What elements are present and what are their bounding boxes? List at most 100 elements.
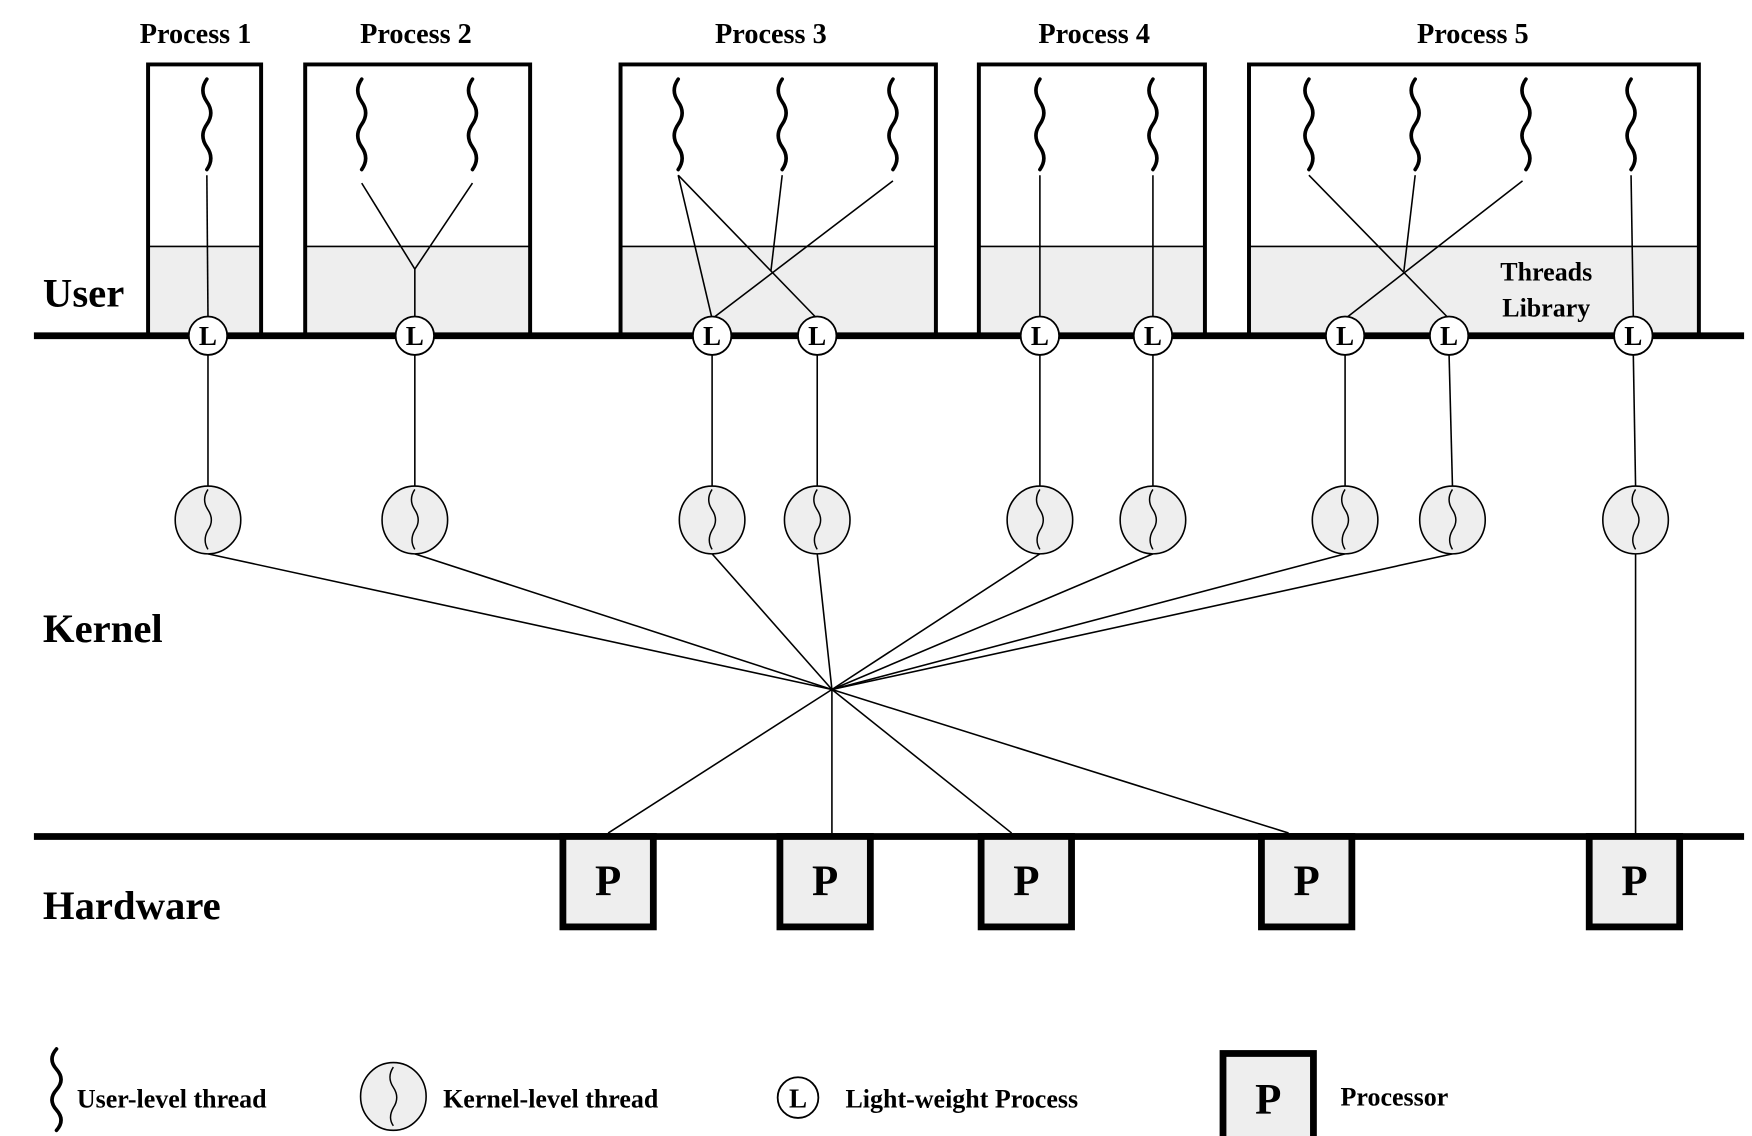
lwp-label: L — [703, 321, 721, 351]
kernel-thread-to-scheduler-connection — [831, 553, 1453, 691]
lwp-label: L — [1336, 321, 1354, 351]
scheduler-to-processor-connection — [831, 688, 1289, 834]
processor-icon: P — [1258, 833, 1356, 931]
kernel-thread-to-scheduler-connection — [831, 553, 1346, 691]
lwp-icon: L — [1132, 315, 1174, 356]
user-level-thread-icon — [776, 77, 788, 172]
thread-to-lwp-connection — [414, 182, 474, 270]
lwp-label: L — [1031, 321, 1049, 351]
hardware-layer-label: Hardware — [43, 883, 221, 928]
process-1-outline — [146, 62, 264, 336]
lwp-label: L — [1624, 321, 1642, 351]
lwp-icon: L — [797, 315, 838, 356]
scheduler-to-processor-connection — [831, 688, 1013, 834]
processor-label: P — [1013, 858, 1039, 905]
processor-icon: P — [776, 833, 874, 931]
kernel-thread-to-scheduler-connection — [711, 553, 833, 691]
kernel-thread-to-scheduler-connection — [831, 553, 1154, 691]
process-2-outline — [303, 62, 533, 336]
user-level-thread-icon — [1409, 77, 1421, 172]
threads-library-label-line2: Library — [1502, 293, 1590, 322]
kernel-level-thread-icon — [1119, 485, 1187, 555]
process-4-threads-library-area — [978, 246, 1205, 336]
process-4-outline — [976, 62, 1207, 336]
kernel-level-thread-icon — [678, 485, 746, 555]
thread-to-lwp-connection — [770, 175, 783, 272]
process-1-title: Process 1 — [140, 19, 252, 50]
thread-to-lwp-connection — [361, 182, 416, 270]
legend-user-level-thread-label: User-level thread — [77, 1085, 267, 1114]
legend-lwp-icon: L — [776, 1076, 820, 1119]
kernel-level-thread-icon — [1311, 485, 1379, 555]
legend-lwp-symbol: L — [789, 1084, 807, 1114]
process-3-outline — [618, 62, 938, 336]
thread-to-lwp-connection — [206, 175, 209, 317]
thread-to-lwp-connection — [1403, 175, 1416, 272]
kernel-thread-to-scheduler-connection — [831, 553, 1041, 691]
kernel-thread-to-scheduler-connection — [207, 553, 833, 691]
kernel-thread-to-scheduler-connection — [816, 553, 833, 690]
process-5-outline — [1247, 62, 1701, 336]
kernel-layer-label: Kernel — [43, 606, 163, 651]
user-level-thread-icon — [1520, 77, 1532, 172]
kernel-level-thread-icon — [1602, 485, 1670, 555]
lwp-label: L — [1440, 321, 1458, 351]
process-1-box — [146, 62, 264, 336]
legend-processor-label: Processor — [1341, 1082, 1449, 1111]
lwp-icon: L — [187, 315, 229, 356]
legend-kernel-level-thread-icon — [359, 1061, 427, 1132]
thread-to-lwp-connection — [711, 180, 894, 320]
processor-label: P — [1294, 858, 1320, 905]
user-level-thread-icon — [201, 77, 213, 172]
processor-icon: P — [977, 833, 1075, 931]
lwp-icon: L — [1019, 315, 1061, 356]
thread-to-lwp-connection — [677, 174, 818, 320]
user-level-thread-icon — [1625, 77, 1637, 172]
legend-kernel-level-thread-label: Kernel-level thread — [443, 1085, 659, 1114]
process-4-box — [976, 62, 1207, 336]
lwp-icon: L — [394, 315, 435, 356]
legend-processor-icon: P — [1219, 1050, 1317, 1136]
processor-icon: P — [559, 833, 657, 931]
legend-lwp-label: Light-weight Process — [845, 1085, 1078, 1114]
process-2-box — [303, 62, 533, 336]
user-layer-label: User — [43, 270, 124, 315]
user-level-thread-icon — [672, 77, 684, 172]
lwp-to-kernel-thread-connection — [1632, 354, 1637, 487]
lwp-label: L — [1144, 321, 1162, 351]
user-level-thread-icon — [1303, 77, 1315, 172]
user-level-thread-icon — [355, 77, 368, 172]
processor-label: P — [812, 858, 838, 905]
user-level-thread-icon — [1034, 77, 1046, 172]
threads-library-label-line1: Threads — [1500, 257, 1592, 286]
kernel-level-thread-icon — [1418, 485, 1487, 555]
kernel-level-thread-icon — [174, 485, 242, 555]
user-level-thread-icon — [1147, 77, 1159, 172]
process-4-title: Process 4 — [1038, 19, 1150, 50]
thread-to-lwp-connection — [1630, 175, 1635, 317]
kernel-level-thread-icon — [1006, 485, 1074, 555]
kernel-level-thread-icon — [783, 485, 851, 555]
legend-processor-symbol: P — [1255, 1076, 1281, 1123]
lwp-label: L — [199, 321, 217, 351]
processor-label: P — [1621, 858, 1647, 905]
thread-to-lwp-connection — [1344, 180, 1524, 320]
legend-user-level-thread-icon — [50, 1047, 63, 1133]
user-level-thread-icon — [887, 77, 899, 172]
lwp-label: L — [406, 321, 424, 351]
lwp-icon: L — [1428, 315, 1470, 356]
kernel-thread-to-scheduler-connection — [414, 553, 833, 691]
process-5-title: Process 5 — [1417, 19, 1529, 50]
lwp-icon: L — [1613, 315, 1654, 356]
kernel-level-thread-icon — [381, 485, 449, 555]
processor-icon: P — [1585, 833, 1684, 931]
scheduler-to-processor-connection — [607, 688, 833, 834]
process-2-title: Process 2 — [360, 19, 472, 50]
legend: User-level thread Kernel-level thread Li… — [50, 1047, 1449, 1136]
processor-label: P — [595, 858, 621, 905]
process-3-threads-library-area — [620, 246, 936, 336]
process-3-title: Process 3 — [715, 19, 827, 50]
lwp-icon: L — [691, 315, 733, 356]
lwp-icon: L — [1324, 315, 1366, 356]
